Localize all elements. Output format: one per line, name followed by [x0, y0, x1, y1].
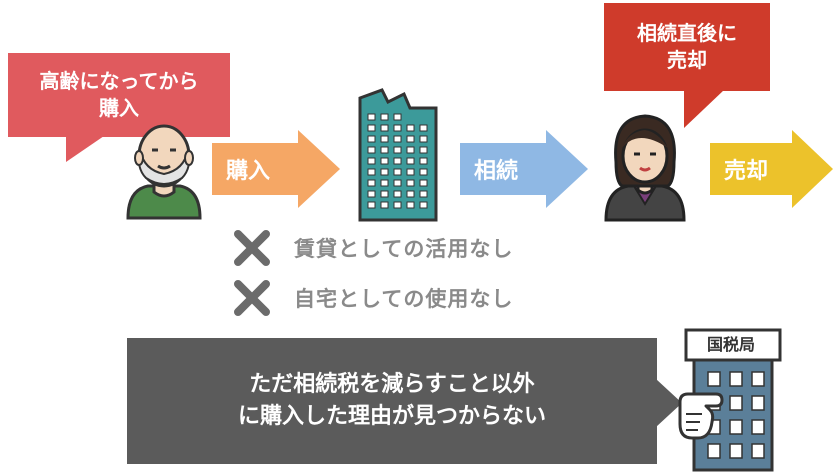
- building-window: [367, 146, 376, 154]
- building-window: [406, 190, 415, 198]
- building-window: [406, 157, 415, 165]
- building-window: [380, 124, 389, 132]
- remark-line1: ただ相続税を減らすこと以外: [249, 372, 535, 398]
- building-window: [393, 135, 402, 143]
- building-window: [380, 190, 389, 198]
- bubble-tax-office-remark: ただ相続税を減らすこと以外 に購入した理由が見つからない: [127, 338, 657, 464]
- building-window: [419, 146, 428, 154]
- woman-heir-icon: [604, 114, 686, 222]
- no-residence-use: 自宅としての使用なし: [232, 278, 513, 318]
- office-window: [707, 371, 721, 387]
- office-window: [751, 443, 765, 459]
- building-window: [393, 124, 402, 132]
- building-window: [393, 179, 402, 187]
- no-rental-use: 賃貸としての活用なし: [232, 228, 513, 268]
- building-window: [393, 190, 402, 198]
- building-window: [406, 168, 415, 176]
- building-window: [419, 168, 428, 176]
- bubble-sold-tail: [684, 90, 724, 128]
- office-window: [751, 371, 765, 387]
- building-window: [419, 190, 428, 198]
- building-window: [367, 124, 376, 132]
- building-window: [419, 135, 428, 143]
- building-window: [367, 168, 376, 176]
- arrow-buy: 購入: [212, 130, 342, 208]
- building-window: [393, 113, 402, 121]
- building-window: [367, 190, 376, 198]
- arrow-sell: 売却: [710, 130, 833, 208]
- arrow-inherit-label: 相続: [460, 143, 546, 195]
- building-window: [380, 146, 389, 154]
- building-window: [419, 124, 428, 132]
- building-window: [380, 135, 389, 143]
- remark-line2: に購入した理由が見つからない: [237, 404, 546, 429]
- office-window: [729, 419, 743, 435]
- building-window: [380, 168, 389, 176]
- office-window: [729, 395, 743, 411]
- building-window: [380, 201, 389, 209]
- arrow-inherit: 相続: [460, 130, 588, 208]
- building-window: [419, 157, 428, 165]
- arrow-sell-label: 売却: [710, 143, 792, 195]
- building-window: [367, 201, 376, 209]
- cross-icon: [234, 230, 270, 266]
- bubble-sold-line1: 相続直後に: [637, 21, 737, 45]
- building-window: [406, 124, 415, 132]
- condo-building-icon: [358, 88, 438, 222]
- building-window: [367, 135, 376, 143]
- building-window: [393, 157, 402, 165]
- bubble-elderly-purchase: 高齢になってから 購入: [8, 53, 230, 137]
- tax-office-sign: 国税局: [706, 335, 755, 354]
- cross-icon: [234, 280, 270, 316]
- no-residence-use-text: 自宅としての使用なし: [294, 287, 514, 311]
- bubble-elderly-line2: 購入: [99, 96, 139, 120]
- bubble-elderly-line1: 高齢になってから: [39, 69, 199, 93]
- building-window: [406, 201, 415, 209]
- building-window: [380, 157, 389, 165]
- arrow-buy-label: 購入: [212, 143, 298, 195]
- office-window: [729, 371, 743, 387]
- building-window: [419, 179, 428, 187]
- building-window: [380, 113, 389, 121]
- office-window: [707, 443, 721, 459]
- building-window: [380, 179, 389, 187]
- building-window: [367, 179, 376, 187]
- bubble-sold-line2: 売却: [667, 48, 707, 72]
- office-window: [751, 419, 765, 435]
- building-window: [419, 201, 428, 209]
- bubble-elderly-tail: [66, 136, 104, 162]
- bubble-sold-after-inheritance: 相続直後に 売却: [604, 3, 770, 91]
- pointing-hand-icon: [678, 392, 724, 440]
- building-window: [393, 168, 402, 176]
- building-window: [406, 146, 415, 154]
- no-rental-use-text: 賃貸としての活用なし: [294, 237, 514, 261]
- office-window: [729, 443, 743, 459]
- elderly-man-icon: [126, 124, 202, 220]
- building-window: [406, 179, 415, 187]
- building-window: [367, 157, 376, 165]
- building-window: [406, 135, 415, 143]
- building-window: [393, 146, 402, 154]
- office-window: [751, 395, 765, 411]
- building-window: [393, 201, 402, 209]
- bubble-remark-tail: [656, 379, 682, 427]
- building-window: [367, 113, 376, 121]
